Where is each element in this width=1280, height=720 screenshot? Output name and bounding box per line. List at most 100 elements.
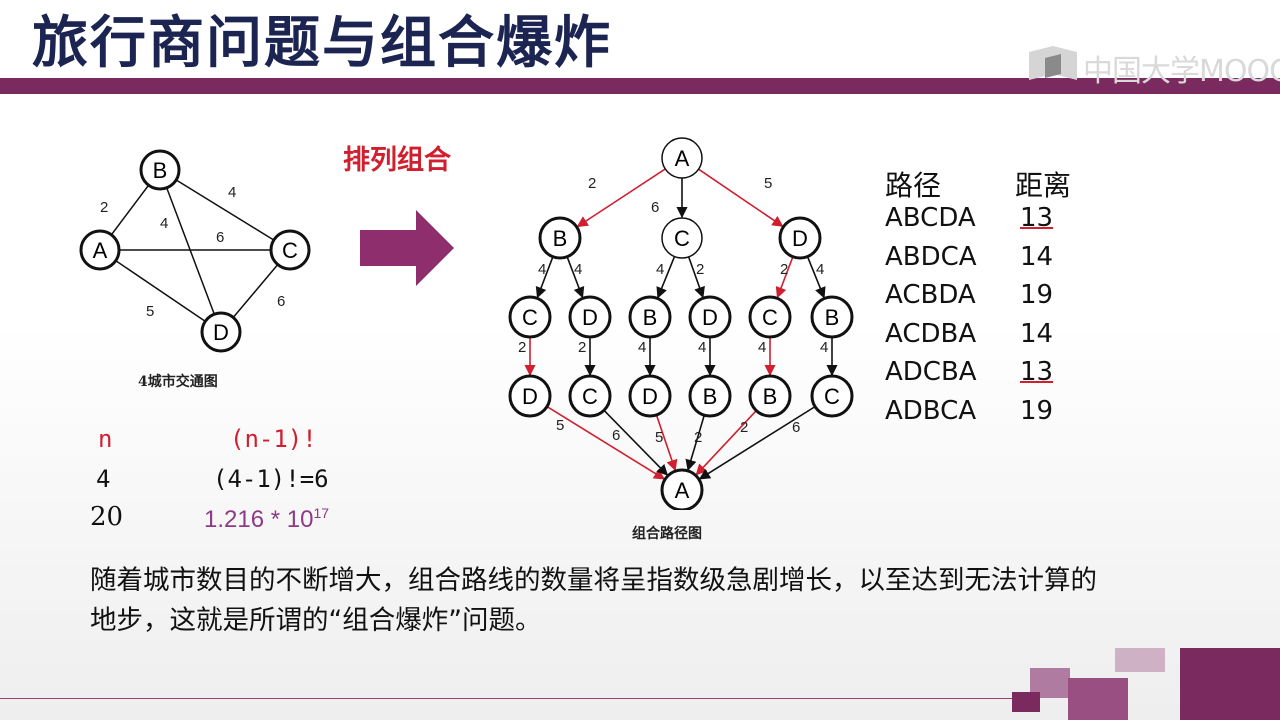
permutation-label: 排列组合 — [343, 145, 451, 176]
right-arrow-icon — [360, 210, 454, 286]
tree-edge — [685, 414, 706, 471]
tree-node-circle — [810, 295, 854, 339]
factorial-exponent: 17 — [313, 505, 330, 521]
mooc-logo: 中国大学MOOC — [1025, 44, 1280, 89]
tree-edge-weight: 4 — [816, 261, 824, 278]
tree-edge-weight: 4 — [538, 261, 546, 278]
edge-weight-ac: 6 — [216, 229, 224, 246]
tree-caption: 组合路径图 — [632, 526, 702, 542]
tree-node-label: B — [825, 305, 840, 330]
tree-edge — [566, 256, 585, 299]
tree-node-label: C — [824, 384, 840, 409]
tree-edge-weight: 2 — [780, 261, 788, 278]
tree-edge-weight: 4 — [758, 339, 766, 356]
distance-cell: 14 — [1020, 241, 1054, 272]
factorial-mantissa: 1.216 * 10 — [204, 506, 314, 533]
tree-node-circle — [778, 216, 822, 260]
path-cell: ABCDA — [885, 203, 976, 233]
footer-line — [0, 698, 1040, 699]
tree-edge — [546, 405, 666, 480]
book-icon — [1029, 46, 1077, 80]
tree-edge — [698, 168, 784, 227]
tree-node-circle — [508, 374, 552, 418]
edge-weight-ab: 2 — [100, 199, 108, 216]
tree-edge-weight: 2 — [696, 261, 704, 278]
factorial-header-n: n — [98, 425, 113, 453]
tree-node-label: A — [675, 478, 690, 503]
tree-edge-weight: 4 — [656, 261, 664, 278]
factorial-value-4: (4-1)!=6 — [213, 465, 329, 493]
city-node-a: A — [93, 238, 108, 263]
tree-node-label: D — [582, 305, 598, 330]
tree-edge — [656, 256, 676, 299]
tree-node-circle — [628, 295, 672, 339]
tree-node-label: C — [522, 305, 538, 330]
factorial-n-20: 20 — [90, 502, 124, 532]
tree-edge-weight: 4 — [820, 339, 828, 356]
tree-node-circle — [538, 216, 582, 260]
deco-block — [1180, 648, 1280, 720]
title-bar — [0, 78, 1280, 94]
city-node-d: D — [213, 320, 229, 345]
factorial-header-value: (n-1)! — [230, 425, 317, 453]
tree-edge-weight: 4 — [574, 261, 582, 278]
city-node-c: C — [282, 238, 298, 263]
path-cell: ACBDA — [885, 280, 976, 310]
tree-node-label: B — [703, 384, 718, 409]
page-title: 旅行商问题与组合爆炸 — [32, 10, 612, 76]
edge-weight-bc: 4 — [228, 184, 236, 201]
distance-cell: 13 — [1020, 203, 1054, 233]
tree-edge — [698, 405, 816, 480]
tree-node-circle — [688, 374, 732, 418]
tree-edge-weight: 4 — [698, 339, 706, 356]
edge-weight-bd: 4 — [160, 215, 168, 232]
path-cell: ABDCA — [885, 241, 977, 272]
distance-cell: 14 — [1020, 318, 1054, 349]
tree-edge-weight: 4 — [638, 339, 646, 356]
tree-node-label: C — [582, 384, 598, 409]
tree-edge — [695, 410, 757, 476]
tree-node-label: A — [675, 146, 690, 171]
tree-node-label: B — [643, 305, 658, 330]
map-caption: 4城市交通图 — [138, 374, 218, 390]
path-cell: ADBCA — [885, 395, 977, 426]
distance-cell: 19 — [1020, 280, 1054, 310]
tree-node-label: D — [642, 384, 658, 409]
logo-text: 中国大学MOOC — [1083, 54, 1280, 89]
path-header: 路径 — [885, 169, 942, 202]
factorial-n-4: 4 — [96, 465, 111, 493]
tree-edge-weight: 6 — [792, 419, 800, 436]
distance-cell: 19 — [1020, 395, 1054, 426]
city-node-b: B — [153, 158, 168, 183]
path-cell: ADCBA — [885, 357, 977, 387]
tree-node-circle — [568, 374, 612, 418]
deco-block — [1115, 648, 1165, 672]
tree-node-circle — [661, 137, 703, 179]
tree-edge — [775, 256, 794, 299]
tree-edge — [655, 414, 678, 472]
tree-edge-weight: 2 — [578, 339, 586, 356]
deco-block — [1012, 692, 1040, 712]
edge-weight-cd: 6 — [277, 293, 285, 310]
tree-edge — [687, 256, 705, 299]
tree-node-circle — [688, 295, 732, 339]
distance-cell: 13 — [1020, 357, 1054, 387]
tree-node-circle — [748, 295, 792, 339]
tree-node-circle — [508, 295, 552, 339]
tree-node-circle — [628, 374, 672, 418]
tree-edge-weight: 5 — [764, 175, 772, 192]
tree-edge — [603, 409, 669, 476]
tree-edge-weight: 6 — [651, 199, 659, 216]
tree-node-circle — [748, 374, 792, 418]
tree-node-label: D — [792, 226, 808, 251]
tree-node-circle — [810, 374, 854, 418]
tree-node-label: B — [553, 226, 568, 251]
tree-edge-weight: 5 — [655, 429, 663, 446]
factorial-value-20: 1.216 * 1017 — [204, 505, 329, 534]
tree-edge — [576, 168, 666, 228]
path-cell: ACDBA — [885, 318, 977, 349]
tree-node-circle — [661, 217, 703, 259]
tree-edge-weight: 2 — [588, 175, 596, 192]
tree-node-circle — [660, 468, 704, 510]
